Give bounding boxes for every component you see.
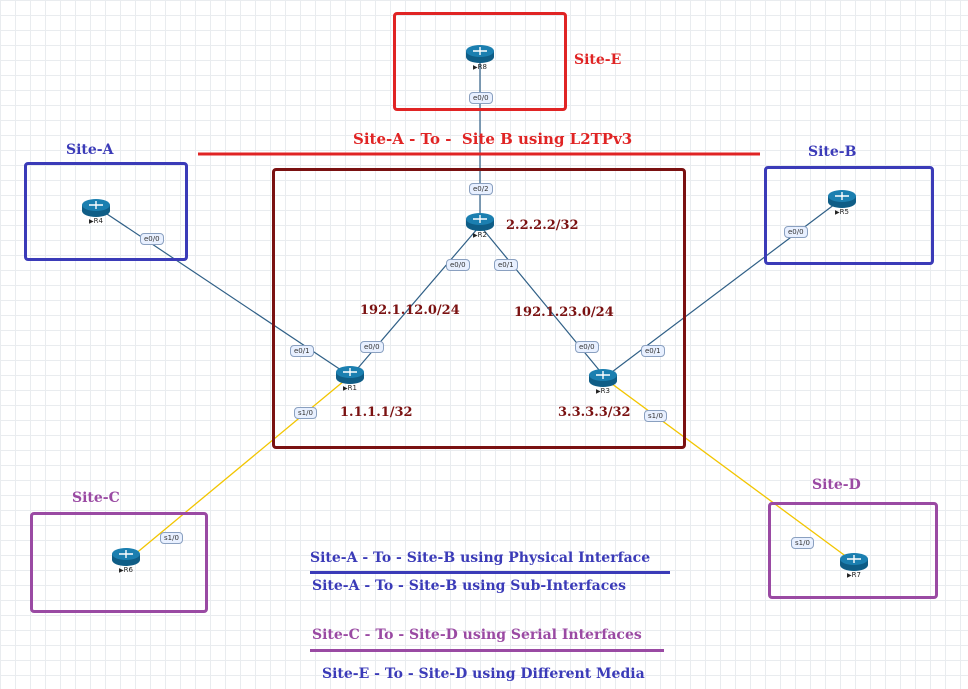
- r1-e01-tag: e0/1: [290, 345, 314, 357]
- router-r6-label: R6: [106, 566, 146, 574]
- r3-loopback-address: 3.3.3.3/32: [558, 405, 631, 420]
- diagram-title: Site-A - To - Site B using L2TPv3: [353, 130, 633, 148]
- site-e-label: Site-E: [574, 52, 622, 68]
- router-icon: [82, 199, 110, 217]
- router-icon: [840, 553, 868, 571]
- r8-e00-tag: e0/0: [469, 92, 493, 104]
- router-icon: [828, 190, 856, 208]
- r1-e00-tag: e0/0: [360, 341, 384, 353]
- link-r3-r7: [603, 377, 856, 564]
- legend-sub-interfaces: Site-A - To - Site-B using Sub-Interface…: [312, 578, 627, 594]
- router-r7[interactable]: R7: [834, 552, 874, 582]
- r4-e00-tag: e0/0: [140, 233, 164, 245]
- router-r1-label: R1: [330, 384, 370, 392]
- r6-s10-tag: s1/0: [160, 532, 183, 544]
- legend-serial-interfaces: Site-C - To - Site-D using Serial Interf…: [312, 627, 642, 643]
- site-b-box: [764, 166, 934, 265]
- r5-e00-tag: e0/0: [784, 226, 808, 238]
- router-r8-label: R8: [460, 63, 500, 71]
- r3-e01-tag: e0/1: [641, 345, 665, 357]
- link-r1-r6: [127, 375, 351, 561]
- router-r5-label: R5: [822, 208, 862, 216]
- router-r8[interactable]: R8: [460, 44, 500, 74]
- site-d-label: Site-D: [812, 477, 861, 493]
- r1-loopback-address: 1.1.1.1/32: [340, 405, 413, 420]
- r2-e00-tag: e0/0: [446, 259, 470, 271]
- router-r1[interactable]: R1: [330, 365, 370, 395]
- router-r2-label: R2: [460, 231, 500, 239]
- legend-different-media: Site-E - To - Site-D using Different Med…: [322, 666, 645, 682]
- router-icon: [589, 369, 617, 387]
- router-r3-label: R3: [583, 387, 623, 395]
- r2-loopback-address: 2.2.2.2/32: [506, 218, 579, 233]
- legend-underline-purple: [310, 649, 664, 652]
- router-r7-label: R7: [834, 571, 874, 579]
- router-r5[interactable]: R5: [822, 189, 862, 219]
- site-a-box: [24, 162, 188, 261]
- router-r2[interactable]: R2: [460, 212, 500, 242]
- site-a-label: Site-A: [66, 142, 114, 158]
- subnet-r1-r2: 192.1.12.0/24: [360, 303, 460, 318]
- r3-e00-tag: e0/0: [575, 341, 599, 353]
- router-r4-label: R4: [76, 217, 116, 225]
- router-r4[interactable]: R4: [76, 198, 116, 228]
- site-d-box: [768, 502, 938, 599]
- r3-s10-tag: s1/0: [644, 410, 667, 422]
- site-c-box: [30, 512, 208, 613]
- router-r3[interactable]: R3: [583, 368, 623, 398]
- site-b-label: Site-B: [808, 144, 857, 160]
- legend-physical-interface: Site-A - To - Site-B using Physical Inte…: [310, 550, 651, 566]
- router-icon: [112, 548, 140, 566]
- router-icon: [466, 213, 494, 231]
- subnet-r2-r3: 192.1.23.0/24: [514, 305, 614, 320]
- site-c-label: Site-C: [72, 490, 120, 506]
- core-box: [272, 168, 686, 449]
- router-r6[interactable]: R6: [106, 547, 146, 577]
- site-e-box: [393, 12, 567, 111]
- r7-s10-tag: s1/0: [791, 537, 814, 549]
- r2-e02-tag: e0/2: [469, 183, 493, 195]
- legend-underline-blue: [310, 571, 670, 574]
- r2-e01-tag: e0/1: [494, 259, 518, 271]
- r1-s10-tag: s1/0: [294, 407, 317, 419]
- router-icon: [466, 45, 494, 63]
- router-icon: [336, 366, 364, 384]
